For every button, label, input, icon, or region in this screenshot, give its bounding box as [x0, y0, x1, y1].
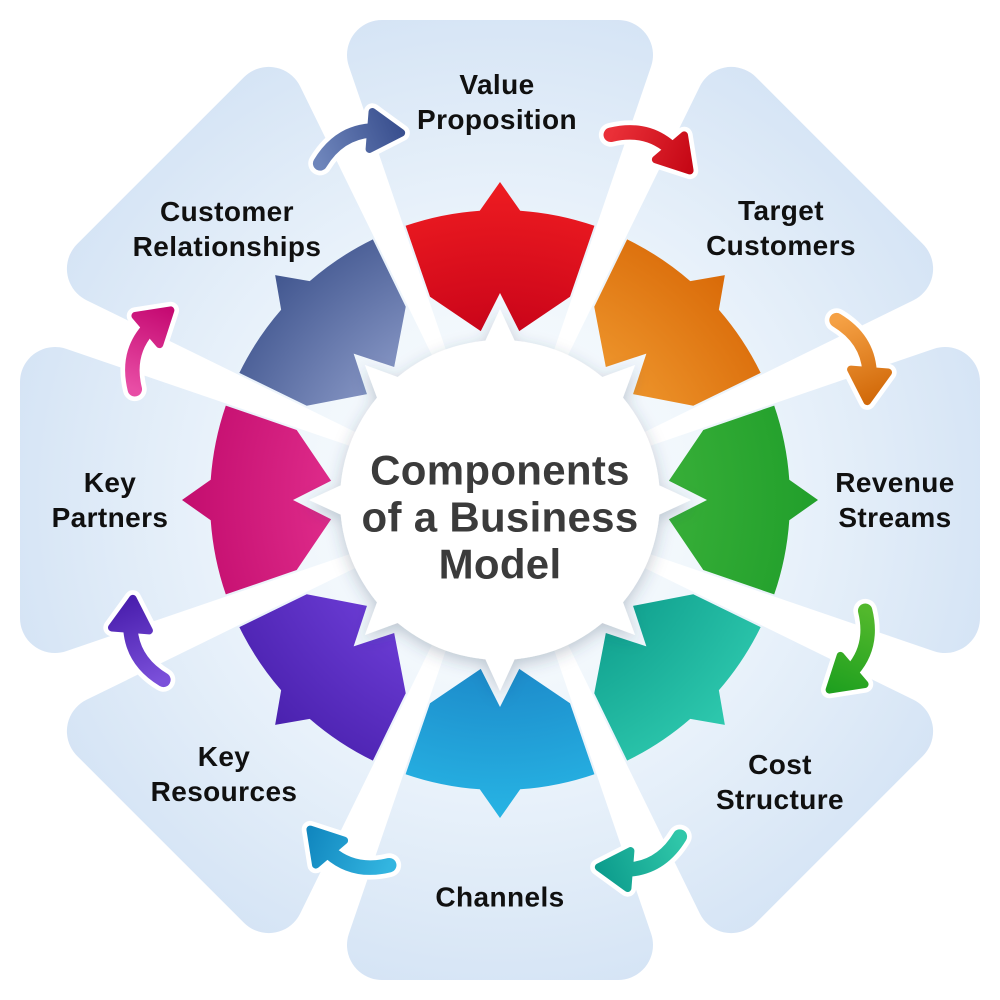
center-circle-point: [593, 593, 636, 636]
center-circle-point: [364, 593, 407, 636]
center-circle: [309, 309, 691, 691]
title-line-2: of a Business: [361, 493, 639, 541]
wedge-key-partners: [182, 405, 332, 595]
wedge-cost-structure: [594, 594, 761, 761]
wedge-value-proposition: [405, 182, 595, 332]
wedge-customer-relationships: [239, 239, 406, 406]
center-circle-point: [481, 309, 519, 350]
center-circle-point: [593, 364, 636, 407]
center-circle-point: [650, 481, 691, 519]
title-line-1: Components: [370, 446, 630, 494]
flow-arrow-icon-cost-structure: [590, 824, 692, 897]
flow-arrow-icon-target-customers: [824, 308, 897, 410]
wedge-revenue-streams: [668, 405, 818, 595]
flow-arrow-icon-revenue-streams: [820, 598, 880, 699]
wedge-channels: [405, 668, 595, 818]
center-circle-point: [309, 481, 350, 519]
flow-arrow-icon-key-partners: [120, 301, 180, 402]
wedge-key-resources: [239, 594, 406, 761]
flow-arrow-icon-key-resources: [103, 590, 176, 692]
flow-arrow-icon-customer-relationships: [308, 103, 410, 176]
center-circle-point: [481, 650, 519, 691]
center-circle-point: [364, 364, 407, 407]
title-line-3: Model: [438, 540, 562, 588]
wedge-target-customers: [594, 239, 761, 406]
flow-arrow-icon-value-proposition: [598, 120, 699, 180]
flow-arrow-icon-channels: [301, 820, 402, 880]
center-title: Components of a Business Model: [362, 447, 639, 588]
